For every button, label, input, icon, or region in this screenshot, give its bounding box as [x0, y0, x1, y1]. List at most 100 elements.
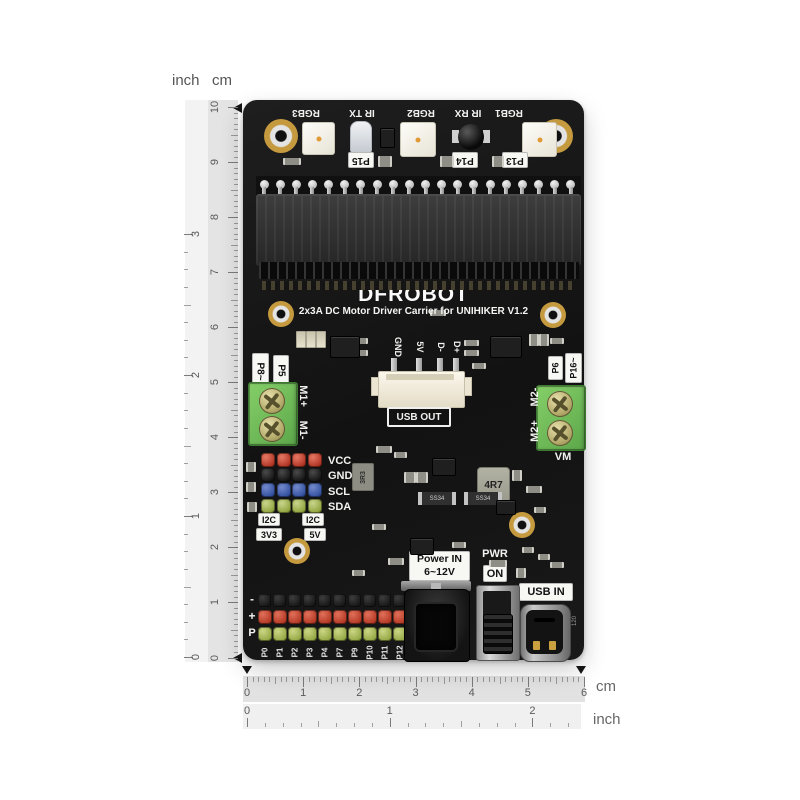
ruler-tick [425, 722, 427, 727]
ruler-tick [233, 404, 238, 406]
power-in-box: Power IN 6~12V [409, 551, 470, 581]
ruler-tick [471, 677, 473, 687]
header-pin [393, 627, 408, 641]
ruler-tick [233, 261, 238, 263]
ruler-tick [233, 558, 238, 560]
ruler-tick [184, 339, 188, 341]
edge-pin [324, 180, 334, 189]
ruler-tick [233, 178, 238, 180]
i2c-left-box: I2C [258, 513, 280, 526]
edge-pin [275, 180, 285, 189]
ruler-tick [233, 129, 238, 131]
ruler-number-cm: 3 [412, 687, 419, 699]
ruler-tick [233, 316, 238, 318]
ruler-tick [233, 167, 238, 169]
i2c-pin [292, 468, 307, 483]
ruler-tick [381, 677, 383, 682]
header-pin-label: P3 [305, 647, 315, 658]
rgb3-led [302, 122, 335, 155]
ir-rx-dome [458, 124, 484, 150]
edge-pin [340, 180, 350, 189]
i2c-5v-box: 5V [304, 528, 326, 541]
motor1-screw-top [259, 388, 285, 414]
p13-label-box: P13 [502, 152, 528, 168]
horizontal-ruler-cm-label: cm [596, 678, 616, 695]
ruler-number-cm: 6 [209, 324, 221, 331]
smd-component [522, 547, 534, 553]
ruler-tick [280, 677, 282, 682]
ruler-tick [527, 677, 529, 687]
vertical-ruler-cm-header: cm [212, 72, 232, 89]
ruler-tick [387, 677, 389, 684]
smd-component [529, 334, 539, 346]
edge-pin [534, 180, 544, 189]
horizontal-ruler-inch-band [243, 704, 581, 729]
ruler-tick [231, 244, 238, 246]
ruler-tick [494, 677, 496, 682]
ruler-tick [184, 533, 188, 535]
ruler-tick [233, 563, 238, 565]
ruler-number-cm: 2 [356, 687, 363, 699]
header-pin [258, 594, 271, 607]
ruler-tick [228, 547, 238, 549]
ruler-tick [308, 677, 310, 682]
header-row-p: P [248, 627, 256, 639]
p8-label: P8~ [255, 362, 267, 381]
mounting-hole-bottom-left [284, 538, 310, 564]
edge-pin [566, 180, 576, 189]
header-pin [333, 610, 348, 624]
ruler-tick [233, 206, 238, 208]
ruler-tick [233, 525, 238, 527]
ruler-tick [233, 486, 238, 488]
edge-connector-slot [259, 262, 579, 279]
header-pin [288, 610, 303, 624]
edge-pin [307, 180, 317, 189]
ruler-tick [184, 251, 188, 253]
header-pin [318, 594, 332, 607]
p5-label: P5 [275, 364, 287, 377]
usbc-side-marking-text: 120 [572, 615, 579, 627]
edge-connector-pad-row [262, 281, 575, 290]
ruler-tick [336, 677, 338, 682]
ruler-tick [407, 722, 409, 727]
ruler-tick [228, 492, 238, 494]
ruler-tick [233, 173, 238, 175]
ruler-tick [233, 283, 238, 285]
ruler-tick [443, 722, 445, 727]
ruler-tick [443, 677, 445, 684]
ic-chip [432, 458, 456, 476]
header-pin [333, 627, 348, 641]
ruler-tick [233, 552, 238, 554]
smd-component [464, 350, 479, 356]
diode-ss34-left-label: SS34 [429, 495, 445, 502]
ruler-tick [233, 321, 238, 323]
ruler-tick [233, 569, 238, 571]
capacitor-component [306, 331, 316, 348]
mounting-hole-mid-left [268, 301, 294, 327]
p13-label: P13 [506, 154, 524, 166]
ruler-tick [233, 332, 238, 334]
ruler-tick [233, 123, 238, 125]
ruler-tick [300, 722, 302, 727]
on-label: ON [486, 567, 504, 580]
ruler-tick [263, 677, 265, 682]
ruler-number-inch: 1 [386, 705, 393, 717]
ruler-tick [432, 677, 434, 682]
ruler-tick [231, 354, 238, 356]
ruler-tick [233, 420, 238, 422]
ruler-tick [184, 410, 188, 412]
edge-pin [421, 180, 430, 189]
p5-label-box: P5 [273, 355, 289, 386]
header-row-minus: - [250, 592, 254, 606]
ruler-tick [364, 677, 366, 682]
header-pin [378, 594, 392, 607]
ruler-number-cm: 1 [300, 687, 307, 699]
ruler-tick [184, 234, 193, 235]
header-pin [378, 610, 393, 624]
smd-component [464, 340, 479, 346]
board-right-marker-triangle [576, 666, 586, 674]
ruler-tick [233, 365, 238, 367]
edge-pin [372, 180, 382, 189]
ruler-tick [516, 677, 518, 682]
